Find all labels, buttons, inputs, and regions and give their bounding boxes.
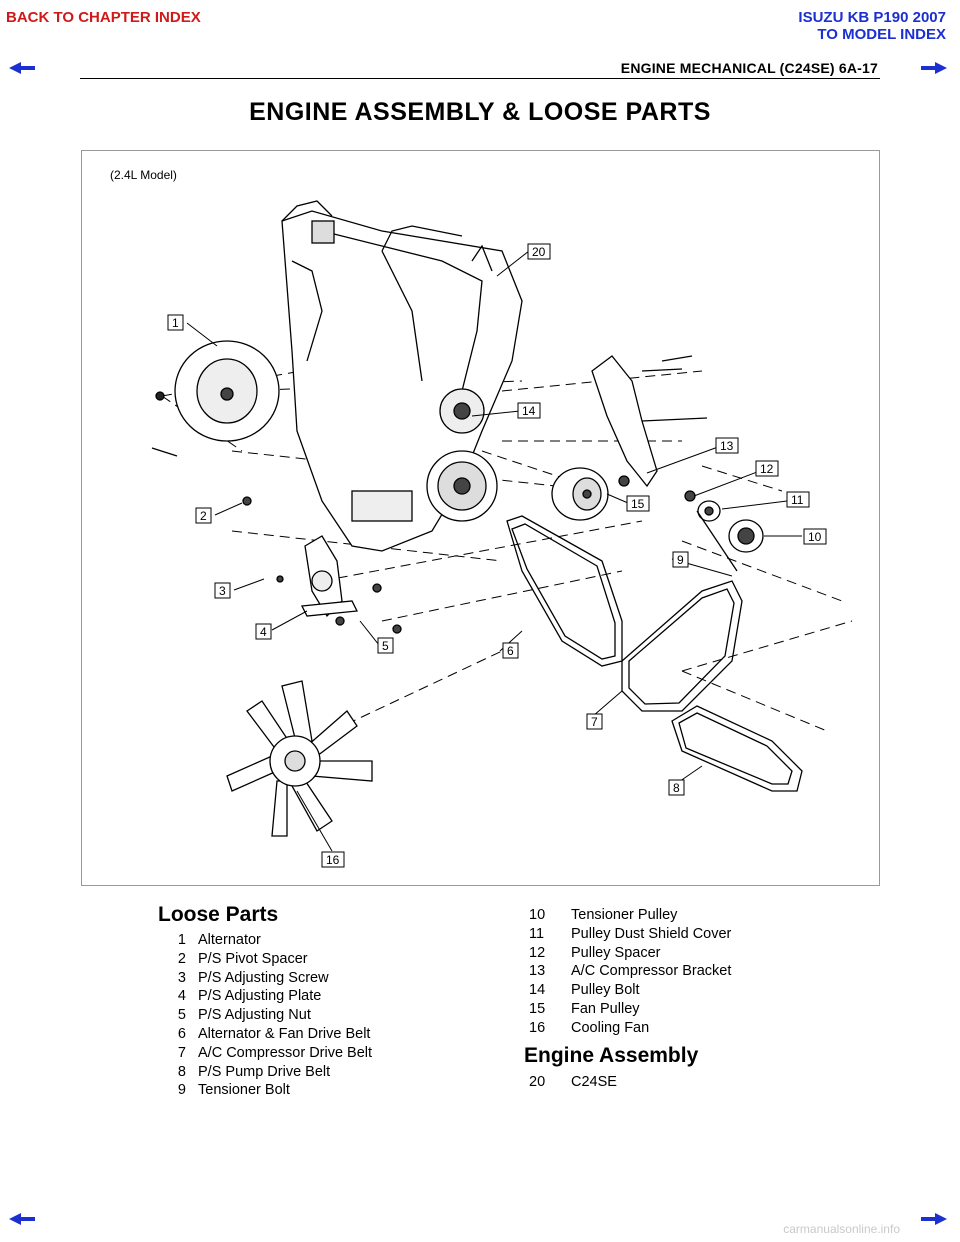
callout-8: 8 [668,779,685,796]
svg-text:12: 12 [760,462,774,476]
back-to-chapter-index-link[interactable]: BACK TO CHAPTER INDEX [6,9,201,26]
callout-3: 3 [214,582,231,599]
loose-parts-heading: Loose Parts [158,903,279,926]
to-model-index: TO MODEL INDEX [817,26,946,43]
left-arrow-icon[interactable] [8,61,36,75]
page-title: ENGINE ASSEMBLY & LOOSE PARTS [249,98,711,126]
svg-text:8: 8 [673,781,680,795]
svg-text:9: 9 [677,553,684,567]
callout-4: 4 [255,623,272,640]
callout-7: 7 [586,713,603,730]
right-arrow-icon[interactable] [920,61,948,75]
callout-2: 2 [195,507,212,524]
engine-exploded-diagram: (2.4L Model) [110,168,853,868]
callout-1: 1 [167,314,184,331]
svg-text:6: 6 [507,644,514,658]
callout-14: 14 [517,402,541,419]
callout-11: 11 [786,491,810,508]
left-arrow-icon[interactable] [8,1212,36,1226]
svg-text:4: 4 [260,625,267,639]
svg-text:16: 16 [326,853,340,867]
callout-13: 13 [715,437,739,454]
engine-assembly-heading: Engine Assembly [524,1044,699,1067]
drive-belts-illustration [506,515,803,792]
callout-9: 9 [672,551,689,568]
svg-text:11: 11 [791,493,804,507]
svg-text:1: 1 [172,316,179,330]
model-label: (2.4L Model) [110,168,177,182]
model-index-link[interactable]: ISUZU KB P190 2007 TO MODEL INDEX [798,9,946,43]
fan-pulley-illustration [551,467,609,521]
callout-15: 15 [626,495,650,512]
callout-12: 12 [755,460,779,477]
callout-16: 16 [321,851,345,868]
svg-text:13: 13 [720,439,734,453]
callout-20: 20 [527,243,551,260]
watermark: carmanualsonline.info [783,1222,900,1236]
svg-text:2: 2 [200,509,207,523]
header-rule [80,78,880,79]
svg-text:15: 15 [631,497,645,511]
callout-5: 5 [377,637,394,654]
svg-text:3: 3 [219,584,226,598]
svg-text:20: 20 [532,245,546,259]
engine-figure: (2.4L Model) [81,150,880,886]
model-title: ISUZU KB P190 2007 [798,9,946,26]
ps-bracket-illustration [242,496,402,634]
svg-text:7: 7 [591,715,598,729]
tensioner-parts-illustration [684,490,764,572]
right-arrow-icon[interactable] [920,1212,948,1226]
cooling-fan-illustration [226,680,373,837]
ac-bracket-illustration [591,355,708,488]
svg-text:5: 5 [382,639,389,653]
section-header: ENGINE MECHANICAL (C24SE) 6A-17 [620,60,878,76]
callout-10: 10 [803,528,827,545]
svg-text:14: 14 [522,404,536,418]
alternator-illustration [151,340,280,457]
engine-block-illustration [281,200,523,552]
callout-6: 6 [502,642,519,659]
svg-text:10: 10 [808,530,822,544]
